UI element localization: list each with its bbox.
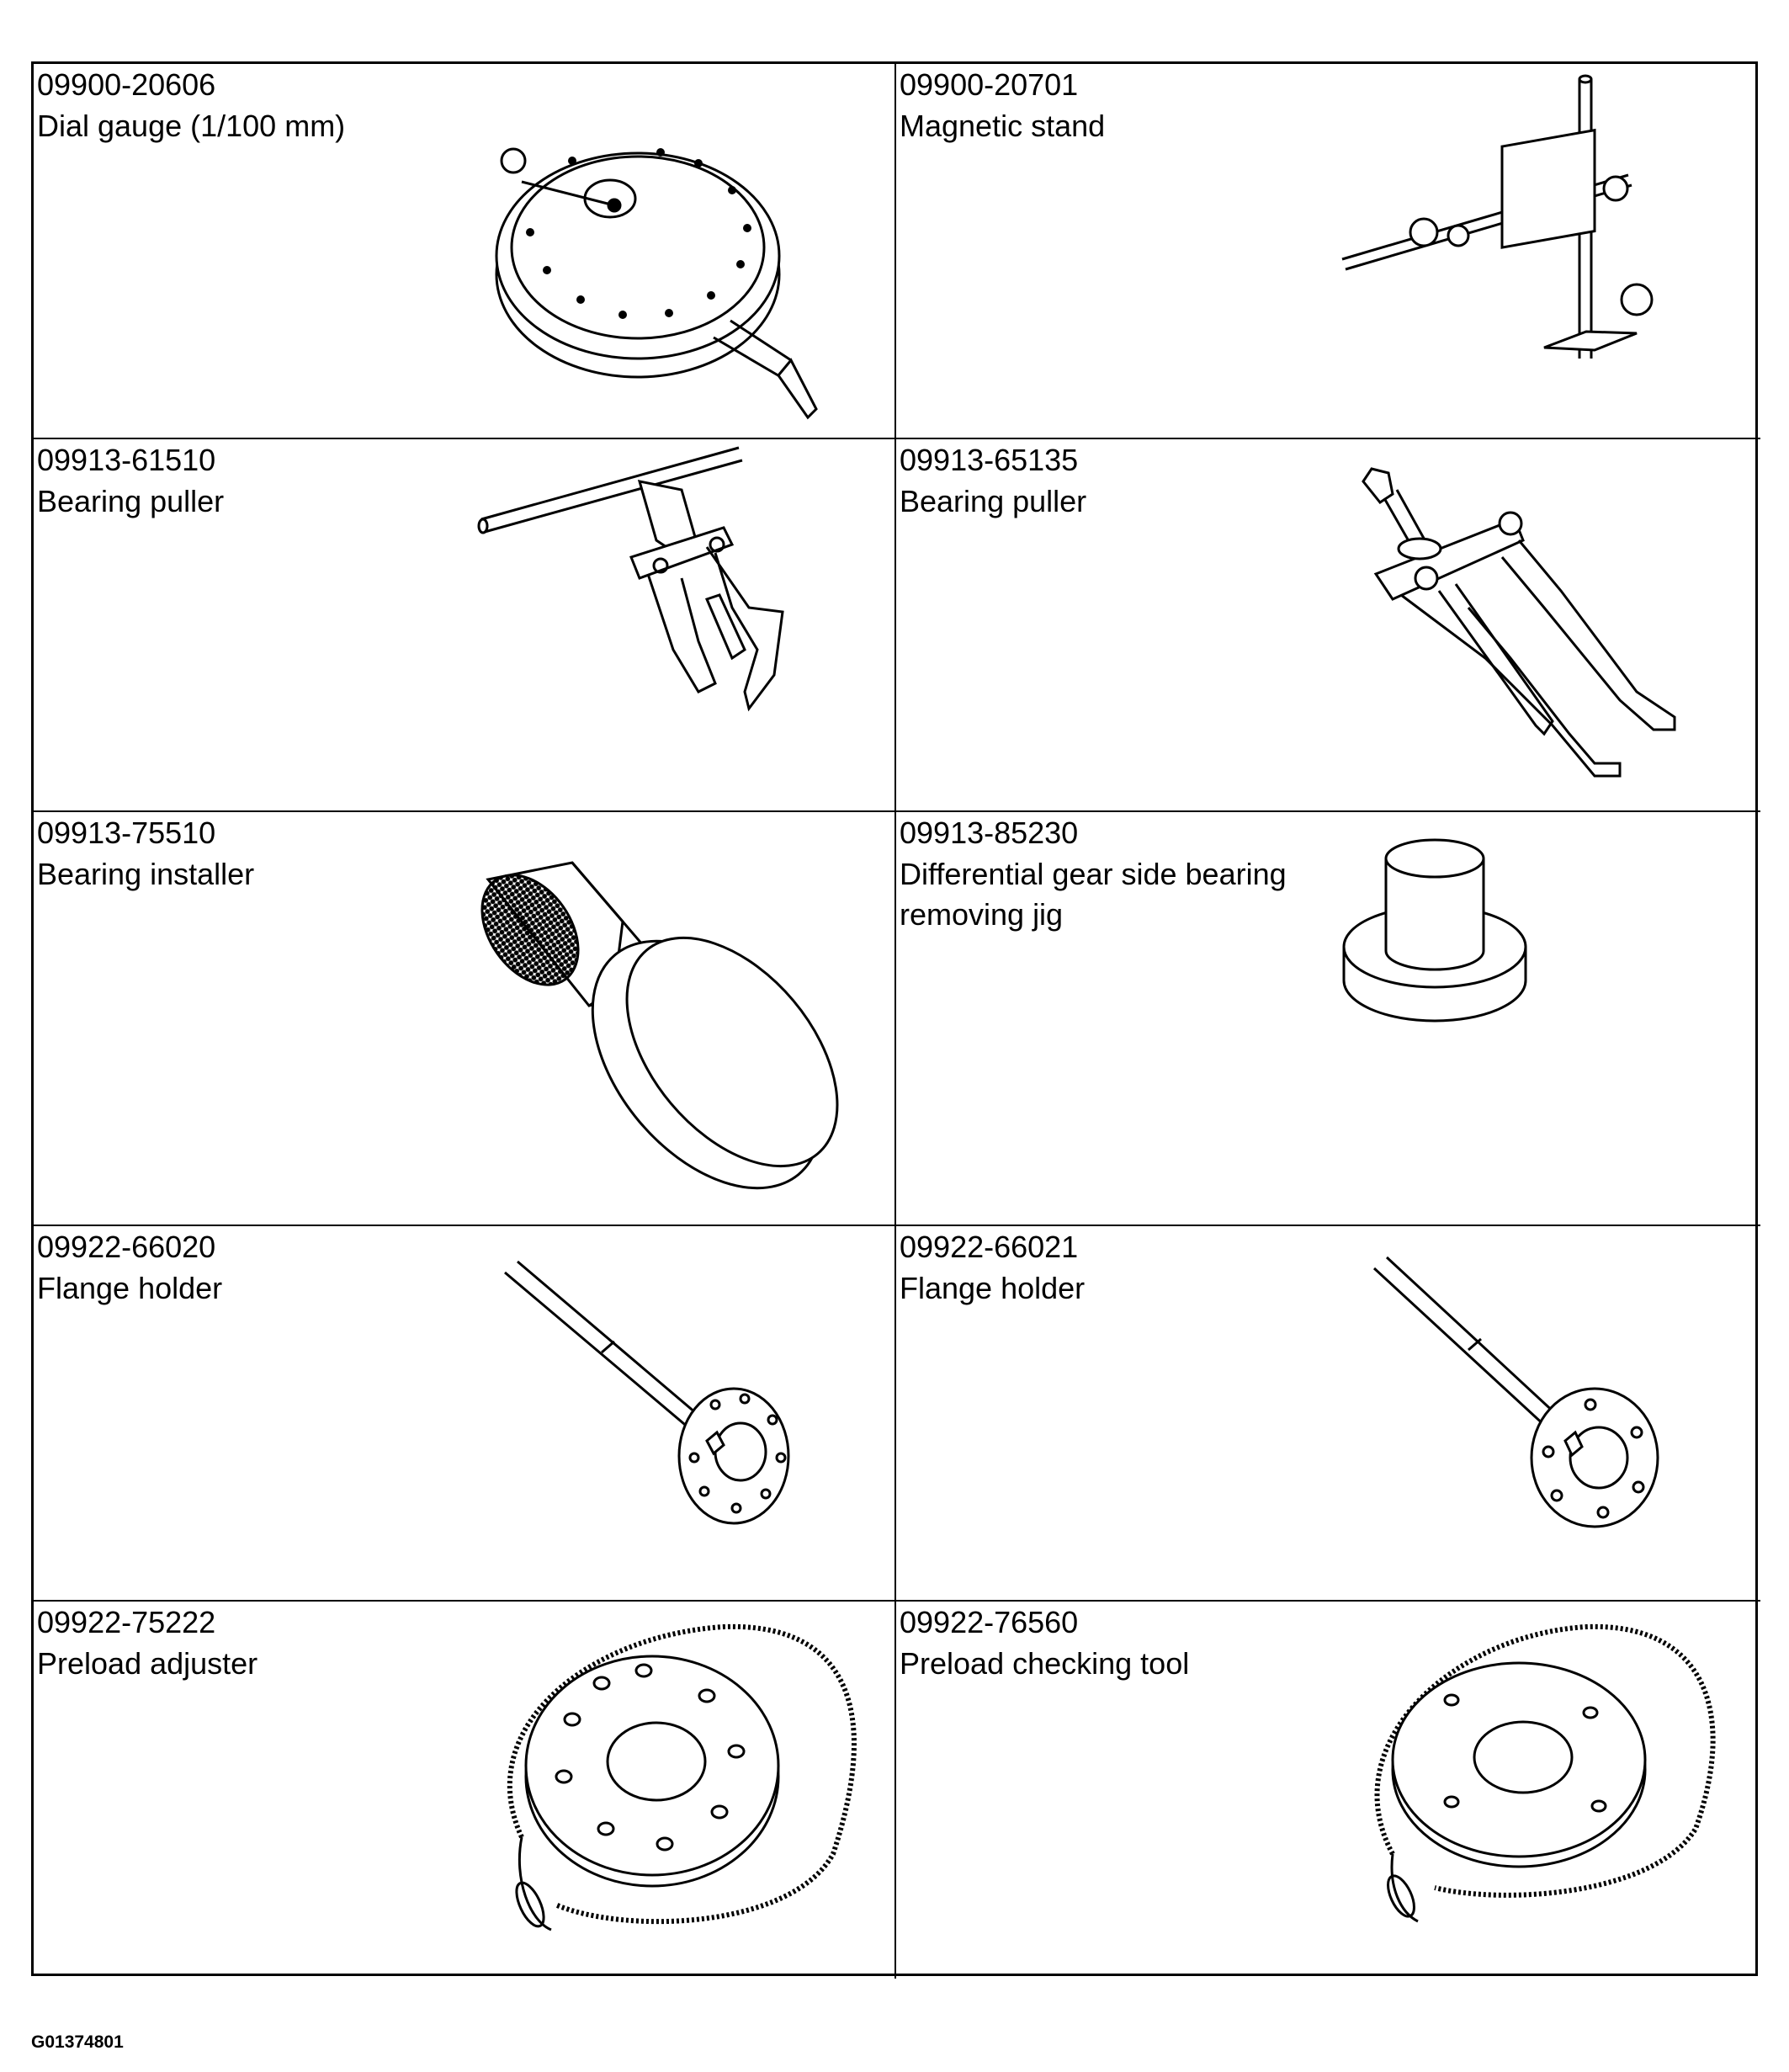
- part-number: 09913-85230: [900, 816, 1079, 850]
- tool-name: Bearing installer: [37, 857, 255, 891]
- tool-cell: 09913-75510 Bearing installer: [34, 812, 896, 1226]
- tool-name: Dial gauge (1/100 mm): [37, 109, 346, 143]
- tool-name: Bearing puller: [900, 484, 1087, 518]
- bearing-puller-icon: [896, 439, 1760, 812]
- tool-name: Preload adjuster: [37, 1646, 258, 1681]
- dial-gauge-icon: [34, 64, 896, 439]
- tool-cell: 09913-85230 Differential gear side beari…: [896, 812, 1760, 1226]
- part-number: 09922-76560: [900, 1605, 1079, 1639]
- preload-checking-tool-icon: [896, 1602, 1760, 1979]
- tool-name: Bearing puller: [37, 484, 225, 518]
- removing-jig-icon: [896, 812, 1760, 1226]
- part-number: 09900-20701: [900, 67, 1079, 102]
- tool-name: Magnetic stand: [900, 109, 1106, 143]
- bearing-installer-icon: [34, 812, 896, 1226]
- part-number: 09900-20606: [37, 67, 216, 102]
- tool-cell: 09913-65135 Bearing puller: [896, 439, 1760, 812]
- part-number: 09913-65135: [900, 443, 1079, 477]
- tool-cell: 09900-20701 Magnetic stand: [896, 64, 1760, 439]
- preload-adjuster-icon: [34, 1602, 896, 1979]
- part-number: 09913-75510: [37, 816, 216, 850]
- tool-name: Preload checking tool: [900, 1646, 1190, 1681]
- flange-holder-icon: [34, 1226, 896, 1602]
- part-number: 09922-66020: [37, 1230, 216, 1264]
- tool-cell: 09922-75222 Preload adjuster: [34, 1602, 896, 1979]
- tool-name: Flange holder: [37, 1271, 223, 1305]
- tool-name: Differential gear side bearing removing …: [900, 857, 1287, 932]
- part-number: 09922-66021: [900, 1230, 1079, 1264]
- tool-cell: 09922-66020 Flange holder: [34, 1226, 896, 1602]
- flange-holder-icon: [896, 1226, 1760, 1602]
- tool-cell: 09900-20606 Dial gauge (1/100 mm): [34, 64, 896, 439]
- magnetic-stand-icon: [896, 64, 1760, 439]
- tool-cell: 09913-61510 Bearing puller: [34, 439, 896, 812]
- special-tools-table: 09900-20606 Dial gauge (1/100 mm) 09900-…: [31, 61, 1760, 1979]
- part-number: 09913-61510: [37, 443, 216, 477]
- tool-name: Flange holder: [900, 1271, 1086, 1305]
- tool-cell: 09922-66021 Flange holder: [896, 1226, 1760, 1602]
- part-number: 09922-75222: [37, 1605, 216, 1639]
- figure-id: G01374801: [31, 2032, 124, 2052]
- tool-cell: 09922-76560 Preload checking tool: [896, 1602, 1760, 1979]
- bearing-puller-icon: [34, 439, 896, 812]
